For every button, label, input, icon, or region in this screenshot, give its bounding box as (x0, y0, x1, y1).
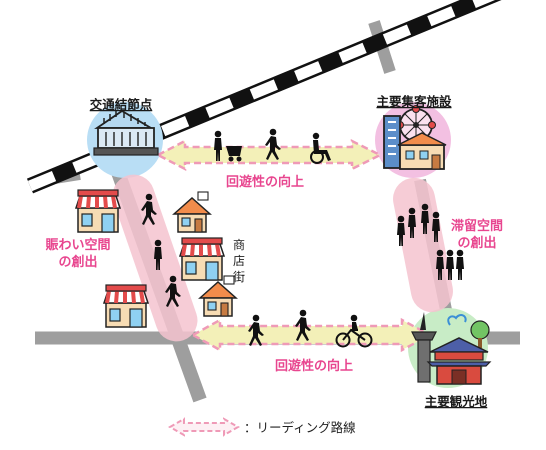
facility-label: 主要集客施設 (376, 94, 452, 109)
facility-icon (383, 105, 447, 170)
legend-label: ：リーディング路線 (244, 420, 356, 435)
cyclist-icon (335, 314, 373, 348)
station-icon (93, 109, 159, 156)
lower-route-label: 回遊性の向上 (275, 358, 353, 374)
stroller-icon (226, 146, 242, 162)
wheelchair-icon (310, 132, 331, 164)
shopping-street-char: 街 (233, 270, 245, 284)
legend: ：リーディング路線 (167, 417, 356, 437)
left-zone-label-line2: の創出 (58, 254, 97, 270)
tourist-spot-label: 主要観光地 (425, 394, 488, 409)
right-zone-label-line1: 滞留空間 (451, 218, 503, 234)
left-zone-label-line1: 賑わい空間 (45, 237, 110, 253)
right-zone-label-line2: の創出 (457, 235, 496, 251)
shop-icon (74, 188, 122, 234)
shop-icon (102, 283, 150, 329)
transit-hub-label: 交通結節点 (90, 97, 153, 112)
right-zone (393, 177, 453, 313)
upper-route-label: 回遊性の向上 (226, 174, 304, 190)
legend-arrow-icon (167, 417, 241, 437)
shop-icon (178, 236, 226, 282)
shopping-street-char: 店 (233, 254, 245, 268)
tourist-icon (411, 312, 492, 385)
shopping-street-char: 商 (233, 237, 245, 252)
